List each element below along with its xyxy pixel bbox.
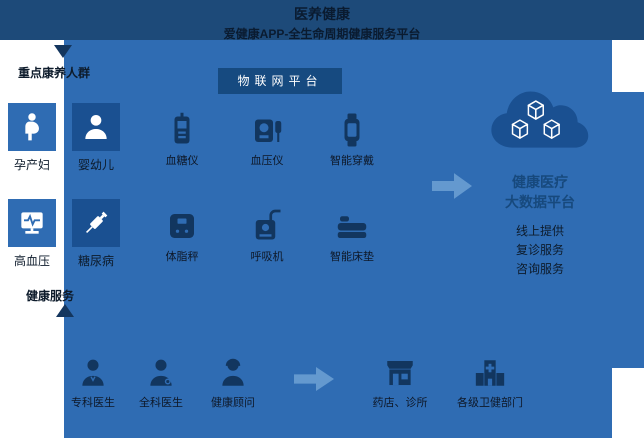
health-services-section-label: 健康服务 [26,289,75,303]
care-group-pregnant [8,103,56,151]
platform-service-item: 线上提供 [515,224,564,238]
device-label: 智能床垫 [330,251,374,263]
provider-specialist-doctor: 专科医生 [57,356,129,410]
platform-title-line1: 健康医疗 [512,174,568,190]
bottom-right-notch [612,368,644,438]
device-glucometer: 血糖仪 [147,112,217,168]
provider-label: 全科医生 [139,397,183,409]
provider-label: 专科医生 [71,397,115,409]
syringe-icon [86,211,108,233]
provider-general-doctor: 全科医生 [125,356,197,410]
provider-health-consultant: 健康顾问 [197,356,269,410]
blood-pressure-monitor-icon [255,119,282,142]
header-bar: 医养健康 爱健康APP-全生命周期健康服务平台 [0,0,644,41]
respirator-icon [255,209,281,240]
destination-pharmacy-clinic: 药店、诊所 [362,356,438,410]
government-building-icon [475,360,505,386]
platform-title: 健康医疗 大数据平台 [478,172,602,212]
platform-title-line2: 大数据平台 [505,194,575,210]
cloud-icon [491,91,589,148]
care-group-label: 婴幼儿 [77,158,114,172]
doctor-icon [150,359,172,386]
page-title: 医养健康 [294,6,350,22]
arrow-down-icon [54,45,72,58]
pregnant-woman-icon [25,113,39,141]
doctor-icon [82,359,104,386]
smartwatch-icon [344,113,360,147]
infant-icon [85,115,107,139]
device-label: 体脂秤 [165,251,199,263]
device-label: 血糖仪 [165,155,199,167]
care-group-diabetes [72,199,120,247]
care-group-hypertension [8,199,56,247]
care-group-label: 糖尿病 [77,254,114,268]
device-label: 呼吸机 [250,251,284,263]
arrow-right-icon [432,173,472,199]
device-label: 智能穿戴 [330,155,374,167]
big-data-cloud [486,82,592,159]
care-group-infant [72,103,120,151]
platform-services: 线上提供 复诊服务 咨询服务 [478,222,602,279]
device-blood-pressure-monitor: 血压仪 [232,112,302,168]
platform-service-item: 咨询服务 [515,262,564,276]
arrow-right-icon [294,367,334,391]
smart-mattress-icon [337,216,367,238]
arrow-up-icon [56,304,74,317]
top-right-notch [612,40,644,92]
care-groups-section-label: 重点康养人群 [18,66,91,80]
page-subtitle: 爱健康APP-全生命周期健康服务平台 [223,27,421,41]
care-group-label: 孕产妇 [13,158,50,172]
platform-service-item: 复诊服务 [515,243,564,257]
device-body-fat-scale: 体脂秤 [147,208,217,264]
destination-label: 各级卫健部门 [457,397,523,409]
destination-health-department: 各级卫健部门 [448,356,532,410]
blood-pressure-icon [21,212,43,234]
device-respirator: 呼吸机 [232,208,302,264]
provider-label: 健康顾问 [211,397,255,409]
device-smart-mattress: 智能床垫 [317,208,387,264]
pharmacy-icon [387,360,413,386]
main-panel: 重点康养人群 孕产妇 婴幼儿 高血压 [0,40,644,438]
device-smartwatch: 智能穿戴 [317,112,387,168]
body-fat-scale-icon [170,214,194,238]
glucometer-icon [174,112,190,144]
device-label: 血压仪 [250,155,284,167]
consultant-icon [222,358,244,386]
destination-label: 药店、诊所 [372,397,428,409]
iot-platform-badge: 物联网平台 [218,68,342,94]
care-group-label: 高血压 [13,254,50,268]
